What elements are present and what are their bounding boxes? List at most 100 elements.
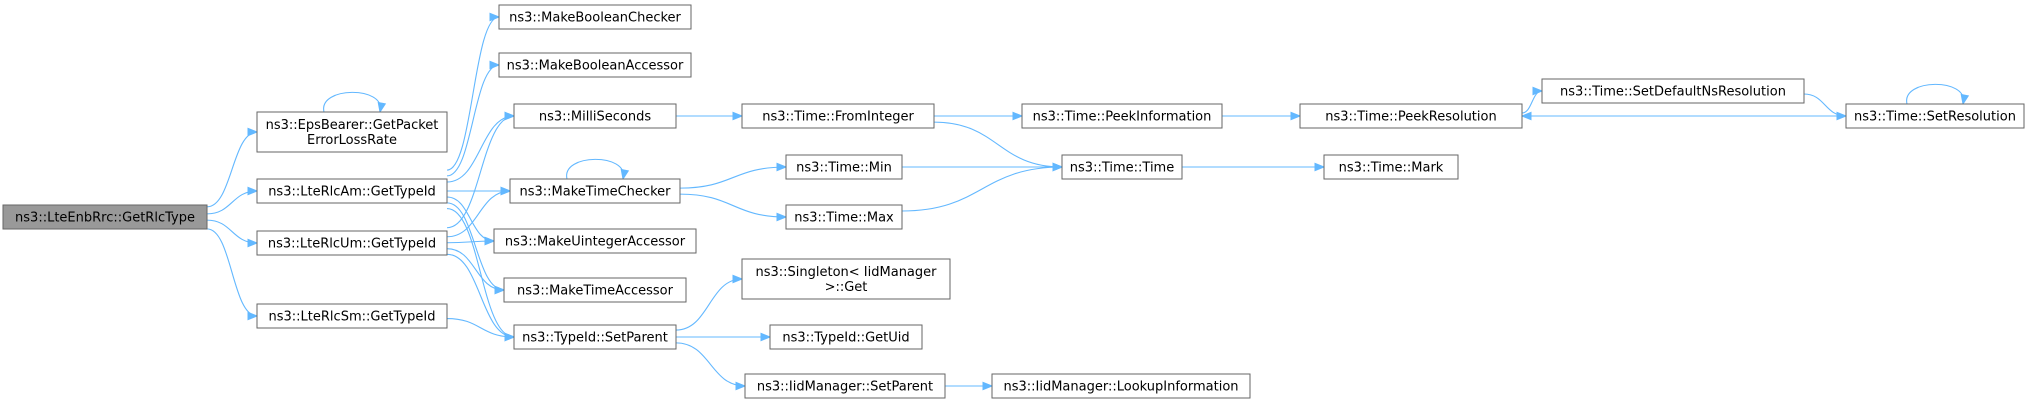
node-n7[interactable]: ns3::MilliSeconds xyxy=(513,103,677,129)
edge-n3-n7 xyxy=(446,111,516,229)
node-n6[interactable]: ns3::MakeBooleanAccessor xyxy=(498,52,692,78)
node-label: ns3::MakeBooleanAccessor xyxy=(507,59,684,74)
edge-line xyxy=(206,131,258,208)
node-n11[interactable]: ns3::TypeId::SetParent xyxy=(513,324,677,350)
node-label: ns3::Time::FromInteger xyxy=(762,110,914,125)
edge-n3-n10 xyxy=(446,248,506,295)
edge-line xyxy=(446,253,515,338)
node-label: ns3::LteRlcAm::GetTypeId xyxy=(268,185,436,200)
node-n4[interactable]: ns3::LteRlcSm::GetTypeId xyxy=(256,303,448,329)
edge-arrowhead xyxy=(247,186,259,196)
edge-n18-n21 xyxy=(1222,111,1302,121)
node-n18[interactable]: ns3::Time::PeekInformation xyxy=(1021,103,1223,129)
node-box xyxy=(1299,103,1523,129)
node-box xyxy=(256,303,448,329)
node-n10[interactable]: ns3::MakeTimeAccessor xyxy=(503,277,687,303)
node-label: ns3::LteRlcUm::GetTypeId xyxy=(268,237,436,252)
edge-arrowhead xyxy=(1012,111,1024,121)
edge-n1-n1 xyxy=(323,91,387,114)
node-n24[interactable]: ns3::Time::SetResolution xyxy=(1845,103,2025,129)
node-n0[interactable]: ns3::LteEnbRrc::GetRlcType xyxy=(2,204,208,230)
edge-n12-n19 xyxy=(933,121,1064,172)
node-label: ns3::MakeUintegerAccessor xyxy=(505,235,686,250)
node-box xyxy=(741,103,935,129)
node-label: ns3::LteRlcSm::GetTypeId xyxy=(269,310,436,325)
edge-n3-n9 xyxy=(446,236,496,246)
node-n14[interactable]: ns3::Time::Max xyxy=(785,204,903,230)
edge-arrowhead xyxy=(504,111,516,121)
edge-line xyxy=(679,193,787,218)
edge-arrowhead xyxy=(500,186,512,196)
edge-n17-n20 xyxy=(945,381,994,391)
node-label: ns3::MakeTimeAccessor xyxy=(517,284,674,299)
edge-arrowhead xyxy=(1532,86,1544,96)
node-n17[interactable]: ns3::IidManager::SetParent xyxy=(744,373,946,399)
edges-layer xyxy=(206,12,1970,391)
edge-arrowhead xyxy=(504,332,516,342)
edge-n2-n5 xyxy=(446,12,501,171)
edge-line xyxy=(446,16,500,171)
edge-n8-n14 xyxy=(679,193,788,222)
nodes-layer: ns3::LteEnbRrc::GetRlcType ns3::EpsBearer… xyxy=(2,4,2025,399)
edge-arrowhead xyxy=(1052,162,1064,172)
node-label: ns3::Time::Max xyxy=(794,211,894,226)
node-label: >::Get xyxy=(825,280,868,295)
edge-n24-n24 xyxy=(1906,83,1970,106)
node-label: ns3::MilliSeconds xyxy=(539,110,652,125)
node-n5[interactable]: ns3::MakeBooleanChecker xyxy=(498,4,692,30)
edge-arrowhead xyxy=(760,332,772,342)
edge-n0-n4 xyxy=(206,228,259,321)
node-label: ns3::LteEnbRrc::GetRlcType xyxy=(15,211,195,226)
node-label: ns3::Time::Time xyxy=(1070,161,1174,176)
edge-n14-n19 xyxy=(901,162,1064,212)
node-n19[interactable]: ns3::Time::Time xyxy=(1061,154,1183,180)
edge-arrowhead xyxy=(732,274,744,284)
edge-line xyxy=(446,196,495,242)
node-box xyxy=(744,373,946,399)
node-label: ns3::Time::SetDefaultNsResolution xyxy=(1560,85,1786,100)
node-n22[interactable]: ns3::Time::Mark xyxy=(1323,154,1459,180)
node-n20[interactable]: ns3::IidManager::LookupInformation xyxy=(991,373,1251,399)
edge-n8-n8 xyxy=(566,158,630,181)
edge-arrowhead xyxy=(1520,111,1532,121)
node-box xyxy=(991,373,1251,399)
node-label: ns3::Time::PeekInformation xyxy=(1033,110,1212,125)
node-box xyxy=(785,204,903,230)
node-n9[interactable]: ns3::MakeUintegerAccessor xyxy=(493,228,697,254)
node-n23[interactable]: ns3::Time::SetDefaultNsResolution xyxy=(1541,78,1805,104)
edge-line xyxy=(446,115,515,183)
edge-line xyxy=(901,166,1063,212)
edge-arrowhead xyxy=(494,285,506,295)
edge-line xyxy=(1521,90,1543,114)
edge-arrowhead xyxy=(776,212,788,222)
node-n3[interactable]: ns3::LteRlcUm::GetTypeId xyxy=(256,230,448,256)
edge-n7-n12 xyxy=(675,111,744,121)
edge-arrowhead xyxy=(377,101,387,114)
node-n13[interactable]: ns3::Time::Min xyxy=(785,154,903,180)
edge-n0-n2 xyxy=(206,186,259,215)
node-n21[interactable]: ns3::Time::PeekResolution xyxy=(1299,103,1523,129)
node-n16[interactable]: ns3::TypeId::GetUid xyxy=(769,324,923,350)
edge-arrowhead xyxy=(489,12,501,22)
node-n12[interactable]: ns3::Time::FromInteger xyxy=(741,103,935,129)
node-label: ErrorLossRate xyxy=(307,133,397,148)
edge-line xyxy=(323,91,381,113)
node-label: ns3::IidManager::LookupInformation xyxy=(1003,380,1238,395)
edge-n0-n1 xyxy=(206,127,259,208)
edge-arrowhead xyxy=(982,381,994,391)
node-n2[interactable]: ns3::LteRlcAm::GetTypeId xyxy=(256,178,448,204)
node-n15[interactable]: ns3::Singleton< IidManager>::Get xyxy=(741,258,951,300)
edge-arrowhead xyxy=(620,168,630,181)
edge-arrowhead xyxy=(247,311,259,321)
edge-line xyxy=(446,207,515,338)
edge-n19-n22 xyxy=(1182,162,1326,172)
edge-n8-n13 xyxy=(679,162,788,189)
node-box xyxy=(1021,103,1223,129)
edge-line xyxy=(675,342,746,387)
edge-n3-n8 xyxy=(446,186,512,238)
node-box xyxy=(2,204,208,230)
node-n8[interactable]: ns3::MakeTimeChecker xyxy=(509,178,681,204)
edge-arrowhead xyxy=(735,381,747,391)
node-box xyxy=(509,178,681,204)
